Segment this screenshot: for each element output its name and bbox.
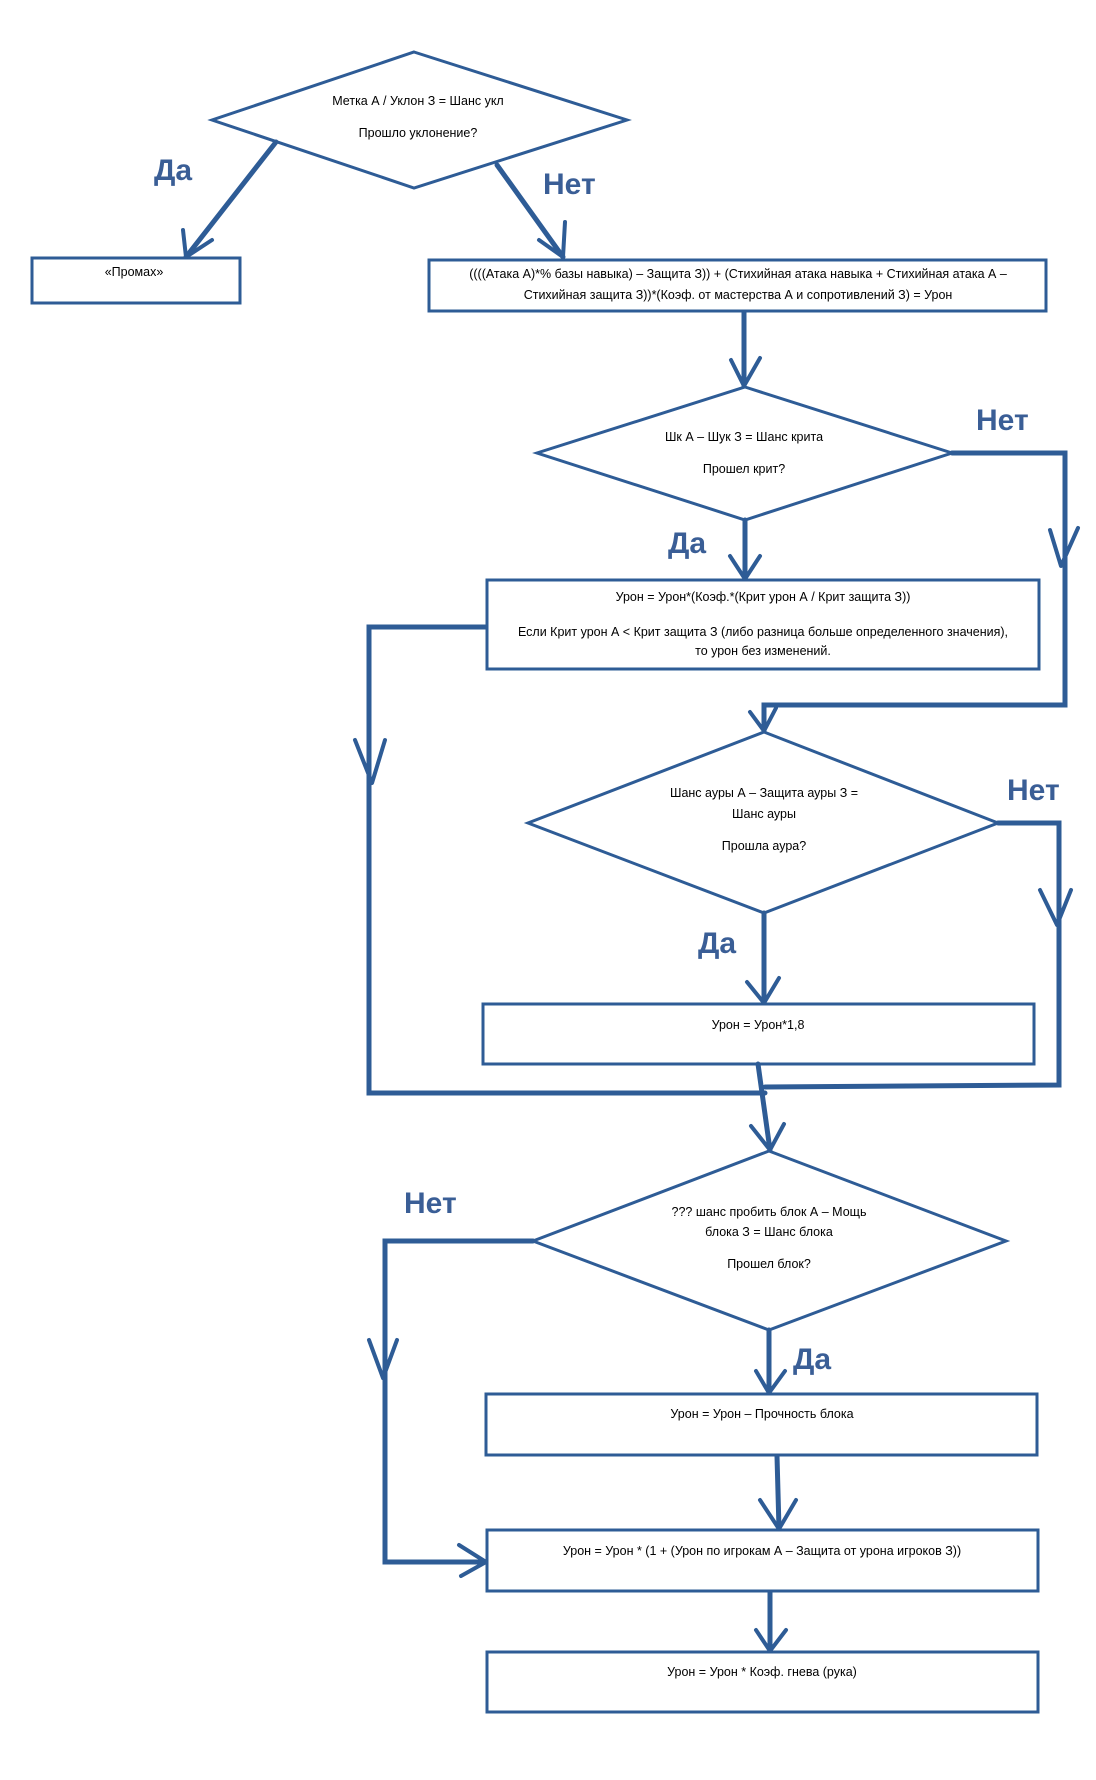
- label-block-no: Нет: [404, 1187, 457, 1220]
- aura-decision: [523, 730, 1003, 915]
- damage-formula-line2: Стихийная защита З))*(Коэф. от мастерств…: [524, 288, 953, 302]
- dodge-decision: [207, 50, 632, 190]
- connector-dodge-no: [494, 162, 566, 260]
- label-block-yes: Да: [793, 1343, 831, 1376]
- arrowhead-icon: [754, 1628, 788, 1653]
- block-damage-box: [484, 1392, 1039, 1457]
- aura-text-line3: Прошла аура?: [722, 839, 806, 853]
- connector-aura-damage-block: [755, 1061, 773, 1153]
- crit-decision: [532, 385, 957, 522]
- damage-formula-line1: ((((Атака А)*% базы навыка) – Защита З))…: [469, 267, 1007, 281]
- connector-block-no: [382, 1238, 536, 1565]
- aura-damage-box: [481, 1002, 1036, 1066]
- block-text-line3: Прошел блок?: [727, 1257, 811, 1271]
- arrowhead-icon: [749, 1122, 786, 1152]
- arrowhead-icon: [729, 356, 762, 388]
- block-damage-text: Урон = Урон – Прочность блока: [670, 1407, 853, 1421]
- arrowhead-icon: [758, 1498, 798, 1531]
- miss-box: [30, 256, 242, 305]
- dodge-text-line1: Метка А / Уклон З = Шанс укл: [332, 94, 503, 108]
- label-dodge-yes: Да: [154, 154, 192, 187]
- crit-damage-box: [485, 578, 1041, 671]
- crit-damage-line2: Если Крит урон А < Крит защита З (либо р…: [518, 625, 1008, 639]
- damage-formula-box: [427, 258, 1048, 313]
- pvp-damage-text: Урон = Урон * (1 + (Урон по игрокам А – …: [563, 1544, 961, 1558]
- crit-text-line2: Прошел крит?: [703, 462, 785, 476]
- arrowhead-icon: [728, 554, 762, 581]
- connector-aura-no: [762, 820, 1062, 1090]
- aura-text-line2: Шанс ауры: [732, 807, 796, 821]
- rage-damage-text: Урон = Урон * Коэф. гнева (рука): [667, 1665, 857, 1679]
- crit-damage-line3: то урон без изменений.: [695, 644, 831, 658]
- arrowhead-icon: [1048, 526, 1080, 568]
- connector-crit-damage-bypass: [366, 624, 768, 1096]
- label-crit-yes: Да: [668, 527, 706, 560]
- label-aura-yes: Да: [698, 927, 736, 960]
- label-crit-no: Нет: [976, 404, 1029, 437]
- block-text-line1: ??? шанс пробить блок А – Мощь: [672, 1205, 867, 1219]
- crit-text-line1: Шк А – Шук З = Шанс крита: [665, 430, 823, 444]
- dodge-text-line2: Прошло уклонение?: [359, 126, 478, 140]
- arrowhead-icon: [367, 1338, 399, 1380]
- arrowhead-icon: [457, 1543, 488, 1578]
- rage-damage-box: [485, 1650, 1040, 1714]
- connector-dodge-yes: [183, 139, 279, 260]
- miss-text: «Промах»: [105, 265, 164, 279]
- arrowhead-icon: [181, 228, 214, 259]
- block-text-line2: блока З = Шанс блока: [705, 1225, 833, 1239]
- arrowhead-icon: [353, 738, 387, 785]
- crit-damage-line1: Урон = Урон*(Коэф.*(Крит урон А / Крит з…: [616, 590, 911, 604]
- label-dodge-no: Нет: [543, 168, 596, 201]
- arrowhead-icon: [1038, 888, 1073, 927]
- arrowhead-icon: [537, 220, 567, 259]
- arrowhead-icon: [745, 976, 781, 1005]
- aura-damage-text: Урон = Урон*1,8: [712, 1018, 805, 1032]
- pvp-damage-box: [485, 1528, 1040, 1593]
- block-decision: [528, 1149, 1011, 1332]
- connector-crit-no: [761, 450, 1068, 734]
- arrowhead-icon: [748, 706, 778, 733]
- arrowhead-icon: [754, 1369, 787, 1395]
- label-aura-no: Нет: [1007, 774, 1060, 807]
- aura-text-line1: Шанс ауры А – Защита ауры З =: [670, 786, 858, 800]
- connector-block-damage-pvp: [774, 1453, 782, 1532]
